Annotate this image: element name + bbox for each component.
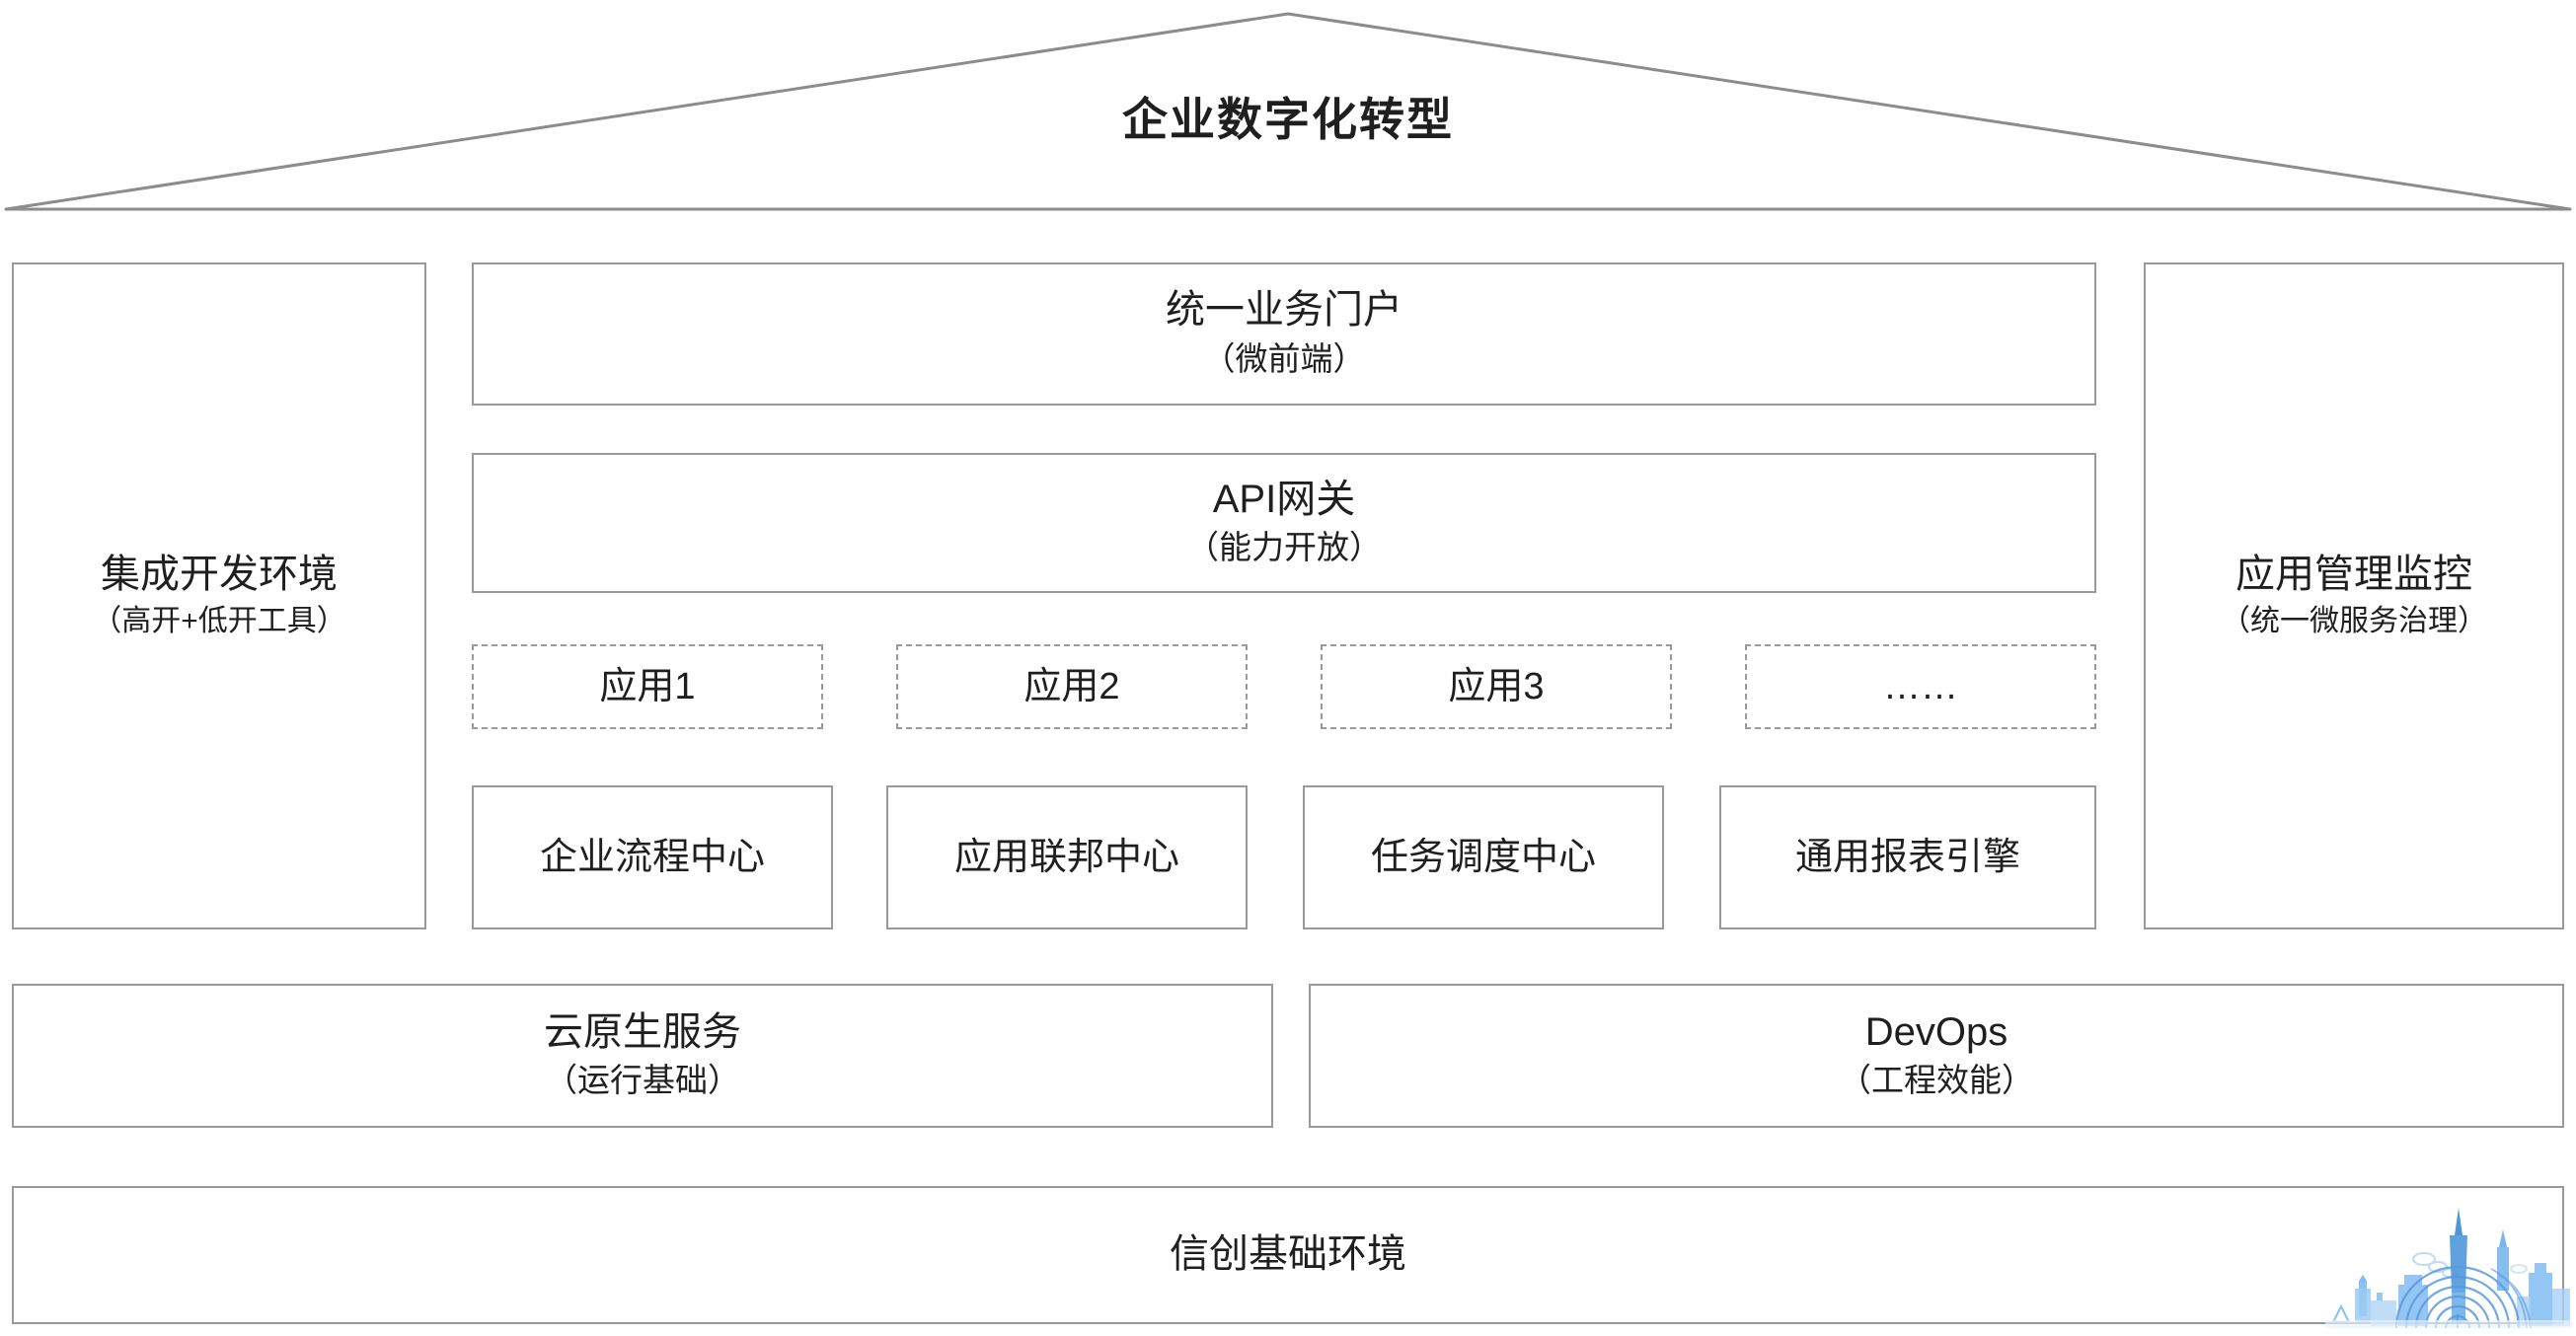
service-card-3-label: 任务调度中心 (1370, 836, 1596, 878)
service-card-app-federation-center[interactable]: 应用联邦中心 (886, 785, 1248, 929)
devops-subtitle: （工程效能） (1839, 1062, 2034, 1099)
app-chip-3-label: 应用3 (1448, 665, 1545, 707)
devops-box[interactable]: DevOps （工程效能） (1309, 984, 2564, 1128)
app-chip-more-label: …… (1883, 665, 1958, 707)
cloud-native-services-box[interactable]: 云原生服务 （运行基础） (12, 984, 1273, 1128)
app-chip-1[interactable]: 应用1 (472, 644, 823, 729)
app-chip-3[interactable]: 应用3 (1321, 644, 1672, 729)
unified-business-portal-box[interactable]: 统一业务门户 （微前端） (472, 262, 2096, 406)
left-pillar-title: 集成开发环境 (101, 552, 338, 596)
left-pillar-integrated-dev-environment[interactable]: 集成开发环境 （高开+低开工具） (12, 262, 426, 929)
app-chip-more[interactable]: …… (1745, 644, 2096, 729)
foundation-title: 信创基础环境 (1170, 1232, 1406, 1277)
app-chip-2-label: 应用2 (1023, 665, 1120, 707)
right-pillar-app-management-monitoring[interactable]: 应用管理监控 （统一微服务治理） (2144, 262, 2564, 929)
app-chip-1-label: 应用1 (599, 665, 696, 707)
left-pillar-subtitle: （高开+低开工具） (92, 605, 346, 638)
api-gateway-box[interactable]: API网关 （能力开放） (472, 453, 2096, 593)
service-card-1-label: 企业流程中心 (539, 836, 765, 878)
right-pillar-title: 应用管理监控 (2235, 552, 2472, 596)
service-card-task-scheduling-center[interactable]: 任务调度中心 (1303, 785, 1664, 929)
foundation-environment-box[interactable]: 信创基础环境 (12, 1186, 2564, 1324)
service-card-2-label: 应用联邦中心 (953, 836, 1179, 878)
cloud-native-subtitle: （运行基础） (545, 1062, 740, 1099)
diagram-title: 企业数字化转型 (1122, 94, 1454, 145)
service-card-process-center[interactable]: 企业流程中心 (472, 785, 833, 929)
gateway-title: API网关 (1212, 477, 1356, 521)
cloud-native-title: 云原生服务 (544, 1009, 741, 1054)
right-pillar-subtitle: （统一微服务治理） (2221, 605, 2487, 638)
service-card-report-engine[interactable]: 通用报表引擎 (1719, 785, 2096, 929)
roof-pediment (0, 0, 2576, 219)
service-card-4-label: 通用报表引擎 (1794, 836, 2020, 878)
portal-subtitle: （微前端） (1202, 339, 1366, 377)
app-chip-2[interactable]: 应用2 (896, 644, 1248, 729)
devops-title: DevOps (1864, 1009, 2008, 1054)
gateway-subtitle: （能力开放） (1186, 529, 1382, 566)
portal-title: 统一业务门户 (1166, 288, 1402, 333)
